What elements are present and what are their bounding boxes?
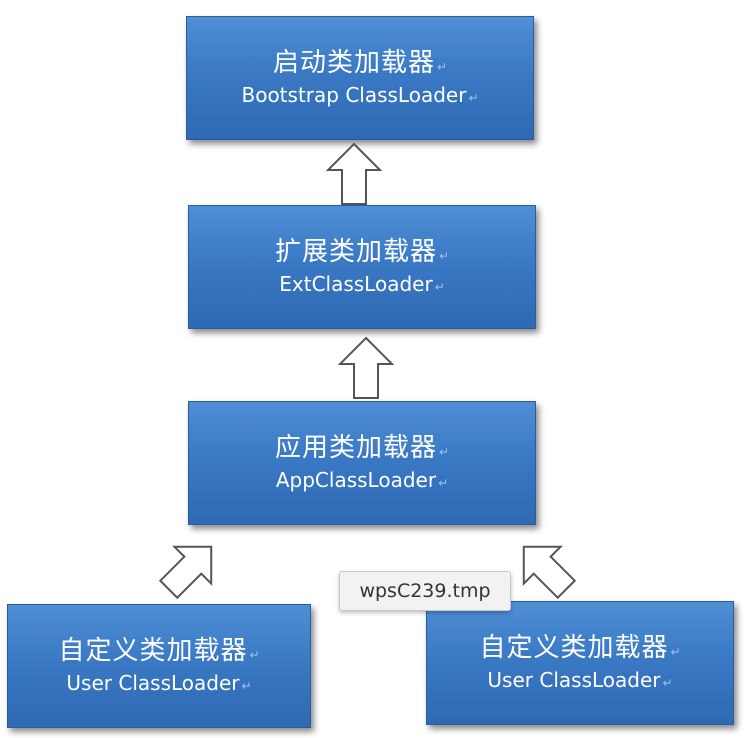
bootstrap-cn-label: 启动类加载器↵ bbox=[272, 48, 448, 78]
up-arrow-icon bbox=[338, 336, 394, 399]
user-classloader-right-box: 自定义类加载器↵ User ClassLoader↵ bbox=[426, 601, 734, 725]
ext-classloader-box: 扩展类加载器↵ ExtClassLoader↵ bbox=[188, 205, 536, 329]
bootstrap-classloader-box: 启动类加载器↵ Bootstrap ClassLoader↵ bbox=[186, 16, 534, 140]
up-right-arrow-icon bbox=[158, 545, 213, 600]
user-classloader-left-box: 自定义类加载器↵ User ClassLoader↵ bbox=[7, 604, 311, 728]
ext-cn-label: 扩展类加载器↵ bbox=[274, 237, 450, 267]
tooltip-text: wpsC239.tmp bbox=[359, 580, 491, 602]
app-cn-label: 应用类加载器↵ bbox=[274, 433, 450, 463]
user-right-cn-label: 自定义类加载器↵ bbox=[479, 633, 681, 663]
app-classloader-box: 应用类加载器↵ AppClassLoader↵ bbox=[188, 401, 536, 525]
app-en-label: AppClassLoader↵ bbox=[275, 468, 449, 492]
bootstrap-en-label: Bootstrap ClassLoader↵ bbox=[241, 83, 479, 107]
up-arrow-icon bbox=[326, 142, 382, 205]
filename-tooltip: wpsC239.tmp bbox=[339, 571, 511, 611]
ext-en-label: ExtClassLoader↵ bbox=[279, 272, 445, 296]
user-left-en-label: User ClassLoader↵ bbox=[66, 671, 252, 695]
user-left-cn-label: 自定义类加载器↵ bbox=[58, 636, 260, 666]
up-left-arrow-icon bbox=[522, 545, 577, 600]
user-right-en-label: User ClassLoader↵ bbox=[487, 668, 673, 692]
